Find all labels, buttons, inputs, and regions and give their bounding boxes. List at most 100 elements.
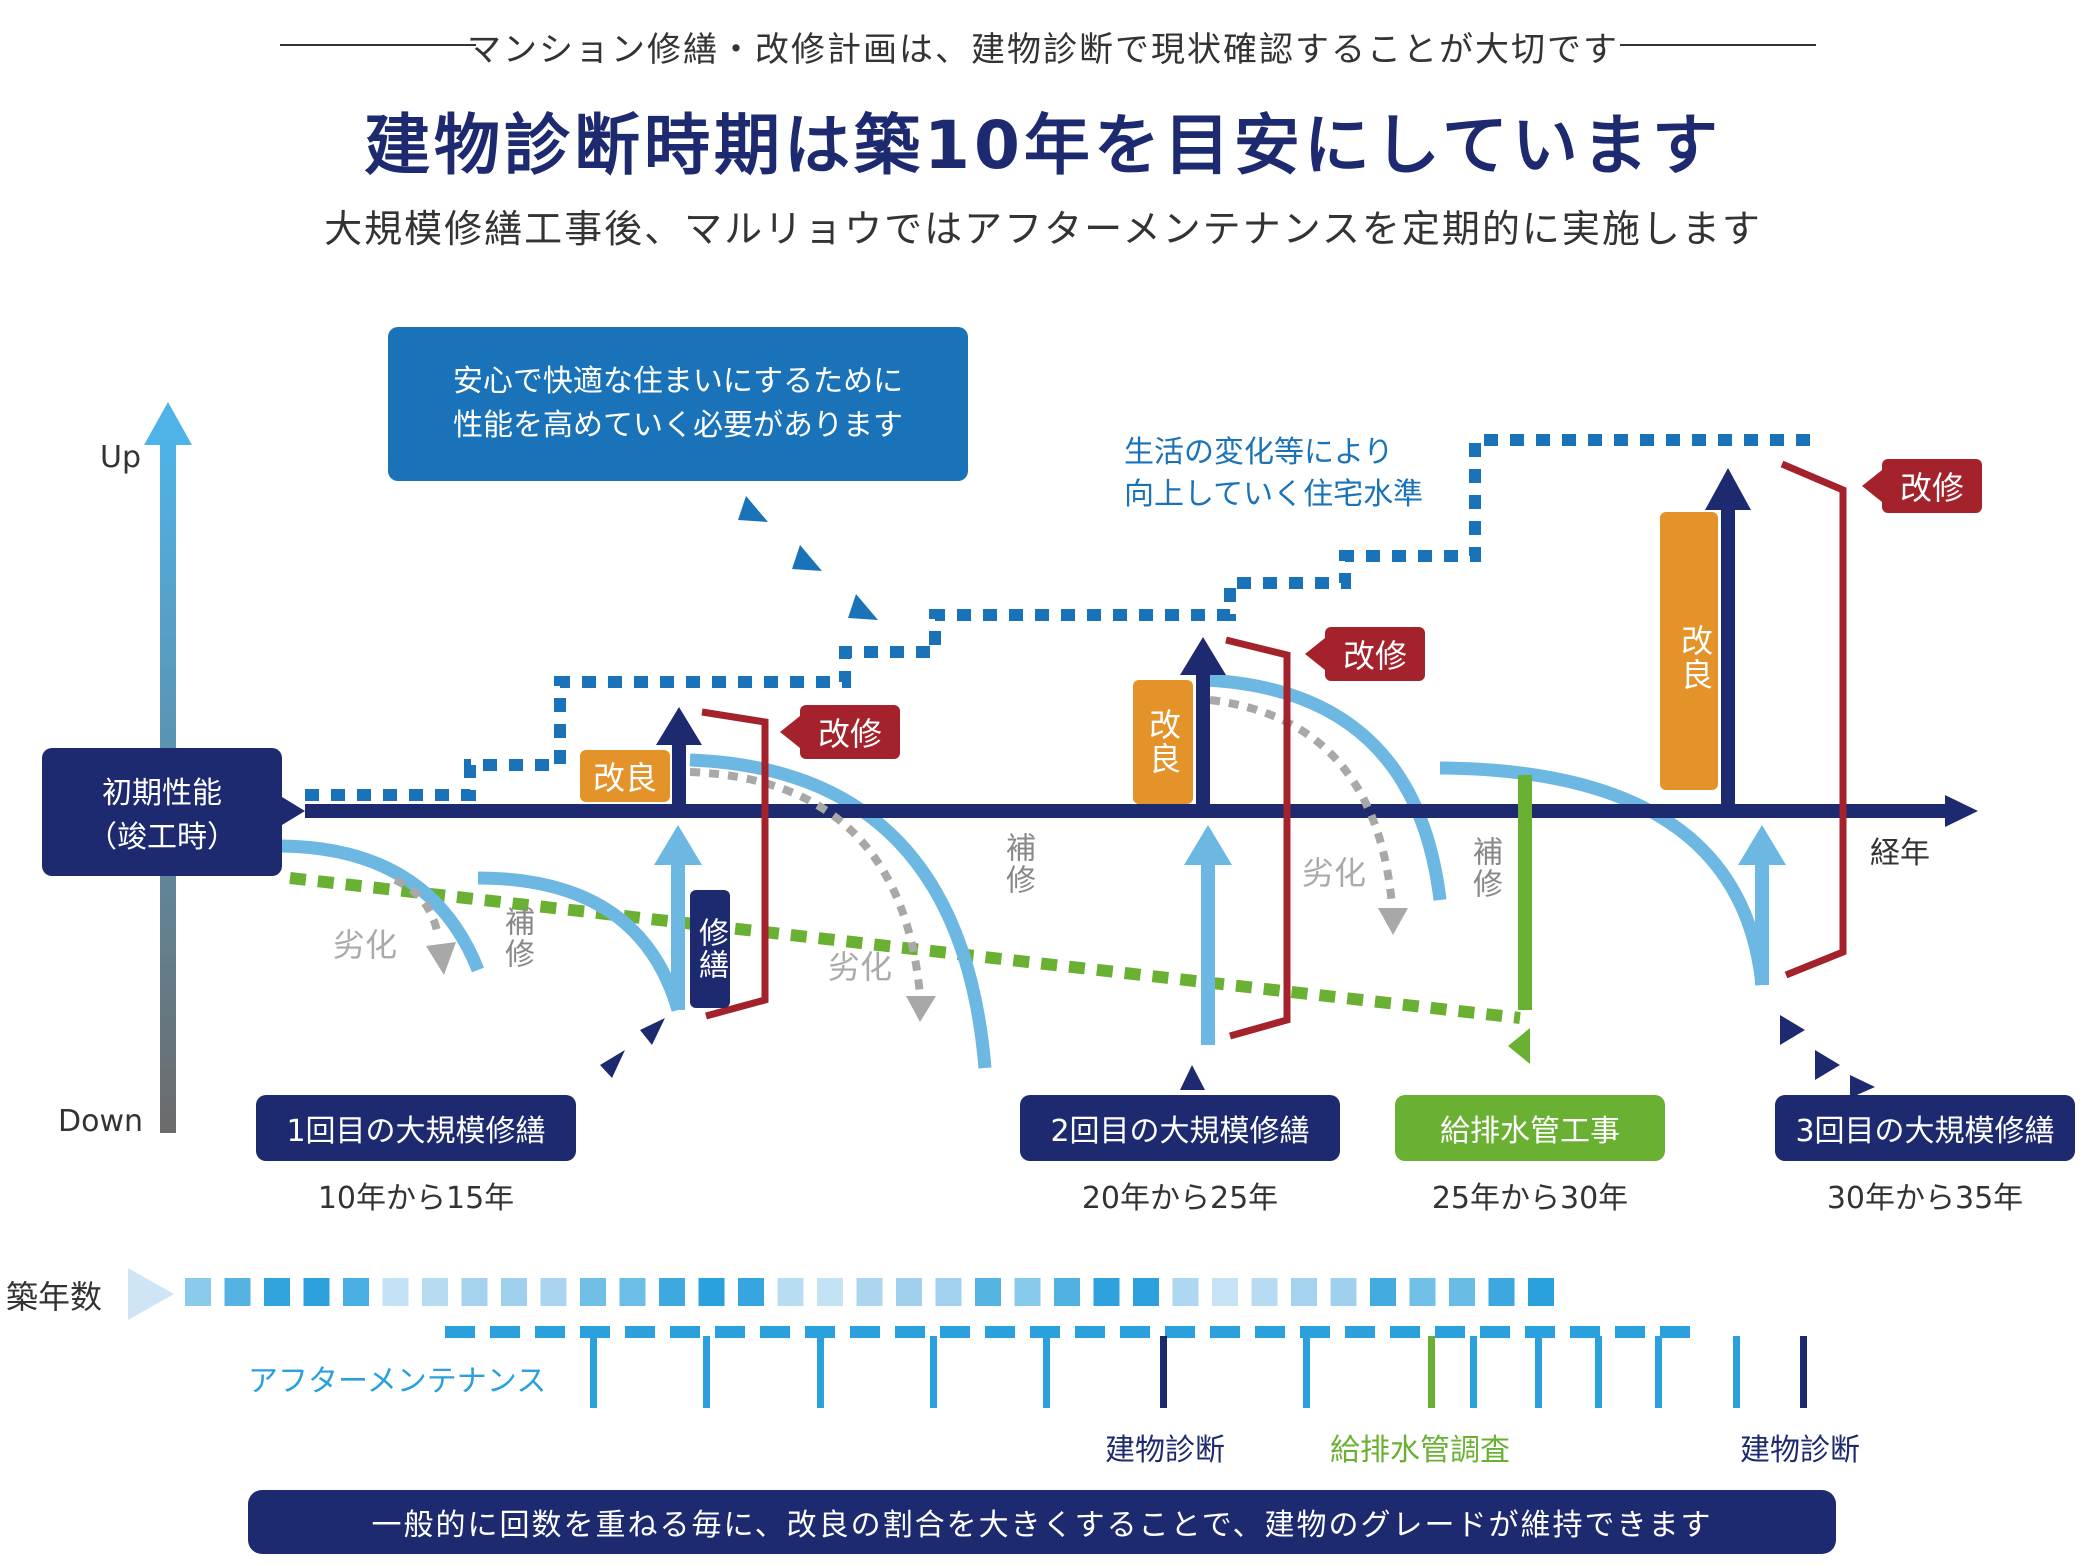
year-tick bbox=[1093, 1278, 1120, 1306]
year-tick bbox=[382, 1278, 409, 1306]
maintenance-dash bbox=[1120, 1326, 1150, 1338]
tagline-rule-left bbox=[280, 44, 476, 46]
housing-standard-line2: 向上していく住宅水準 bbox=[1124, 477, 1424, 512]
housing-standard-note: 生活の変化等により 向上していく住宅水準 bbox=[1124, 432, 1423, 516]
year-tick bbox=[343, 1278, 369, 1306]
year-tick bbox=[580, 1278, 606, 1306]
deterioration-label-1: 劣化 bbox=[333, 926, 398, 964]
callout-line2: 性能を高めていく必要があります bbox=[453, 408, 903, 443]
inspection-label-1: 建物診断 bbox=[1105, 1433, 1225, 1468]
maintenance-tick bbox=[590, 1336, 597, 1408]
deterioration-curve-5 bbox=[1439, 761, 1769, 986]
page-subtitle: 大規模修繕工事後、マルリョウではアフターメンテナンスを定期的に実施します bbox=[324, 207, 1762, 251]
maintenance-scale bbox=[445, 1326, 1807, 1408]
milestone-1-box: 1回目の大規模修繕 bbox=[256, 1095, 576, 1161]
year-tick bbox=[1172, 1278, 1199, 1306]
deterioration-arrowhead-1 bbox=[426, 942, 456, 975]
year-tick bbox=[1528, 1278, 1554, 1306]
improvement-arrows bbox=[656, 468, 1751, 812]
renovation-label-2: 改修 bbox=[1325, 627, 1425, 681]
tagline-rule-right bbox=[1620, 44, 1816, 46]
pipe-survey-label: 給排水管調査 bbox=[1330, 1433, 1510, 1468]
milestone-2-box: 2回目の大規模修繕 bbox=[1020, 1095, 1340, 1161]
milestone-4-period: 30年から35年 bbox=[1826, 1181, 2024, 1216]
year-tick bbox=[738, 1278, 764, 1306]
axis-up-label: Up bbox=[100, 440, 142, 475]
maintenance-tick bbox=[1470, 1336, 1477, 1408]
year-tick bbox=[1488, 1278, 1515, 1306]
maintenance-tick bbox=[1428, 1336, 1435, 1408]
axis-down-label: Down bbox=[58, 1104, 144, 1139]
milestone-2-period: 20年から25年 bbox=[1081, 1181, 1279, 1216]
year-tick bbox=[896, 1278, 922, 1306]
patch-repair-label-1: 補修 bbox=[499, 906, 534, 970]
footer-banner: 一般的に回数を重ねる毎に、改良の割合を大きくすることで、建物のグレードが維持でき… bbox=[248, 1490, 1836, 1554]
maintenance-dash bbox=[1345, 1326, 1375, 1338]
inspection-label-2: 建物診断 bbox=[1740, 1433, 1860, 1468]
initial-performance-line1: 初期性能 bbox=[102, 776, 222, 811]
axis-time-label: 経年 bbox=[1870, 836, 1930, 871]
milestone-4-box: 3回目の大規模修繕 bbox=[1775, 1095, 2075, 1161]
milestone-3-period: 25年から30年 bbox=[1431, 1181, 1629, 1216]
initial-box-pointer bbox=[282, 797, 305, 825]
renovation-tag-point-1 bbox=[780, 716, 800, 748]
maintenance-tick bbox=[703, 1336, 710, 1408]
time-axis-arrowhead bbox=[1945, 795, 1978, 827]
deterioration-arrowhead-2 bbox=[906, 996, 936, 1022]
year-tick bbox=[659, 1278, 685, 1306]
renovation-label-3: 改修 bbox=[1882, 459, 1982, 513]
maintenance-tick bbox=[1160, 1336, 1167, 1408]
year-tick bbox=[1251, 1278, 1278, 1306]
maintenance-label: アフターメンテナンス bbox=[248, 1364, 547, 1399]
maintenance-dash bbox=[850, 1326, 880, 1338]
maintenance-tick bbox=[1043, 1336, 1050, 1408]
year-tick bbox=[1133, 1278, 1159, 1306]
year-tick bbox=[1054, 1278, 1080, 1306]
patch-repair-label-3: 補修 bbox=[1467, 836, 1502, 900]
deterioration-curves bbox=[281, 673, 1769, 1069]
deterioration-arrow-1 bbox=[393, 876, 442, 936]
improvement-label-2: 改良 bbox=[1133, 680, 1193, 804]
deterioration-arrow-3 bbox=[1209, 696, 1396, 906]
page-title: 建物診断時期は築10年を目安にしています bbox=[364, 107, 1722, 184]
maintenance-tick bbox=[1800, 1336, 1807, 1408]
deterioration-label-2: 劣化 bbox=[828, 948, 893, 986]
housing-standard-line1: 生活の変化等により bbox=[1124, 435, 1394, 470]
maintenance-tick bbox=[817, 1336, 824, 1408]
renovation-tag-point-2 bbox=[1305, 638, 1325, 670]
year-tick bbox=[975, 1278, 1001, 1306]
renovation-tag-point-3 bbox=[1862, 470, 1882, 502]
maintenance-dash bbox=[1525, 1326, 1555, 1338]
maintenance-dash bbox=[1390, 1326, 1420, 1338]
year-tick bbox=[422, 1278, 448, 1306]
year-tick bbox=[264, 1278, 290, 1306]
maintenance-dash bbox=[1075, 1326, 1105, 1338]
initial-performance-box: 初期性能 （竣工時） bbox=[42, 748, 282, 876]
year-scale-label: 築年数 bbox=[6, 1278, 103, 1316]
time-axis bbox=[305, 804, 1955, 818]
maintenance-dash bbox=[535, 1326, 565, 1338]
improvement-label-1: 改良 bbox=[580, 750, 670, 802]
pipe-degradation-line bbox=[289, 872, 1521, 1024]
deterioration-curve-3 bbox=[689, 753, 992, 1069]
year-tick bbox=[777, 1278, 804, 1306]
year-tick bbox=[540, 1278, 567, 1306]
callout-line1: 安心で快適な住まいにするために bbox=[452, 364, 904, 399]
pointer-arrows bbox=[600, 1015, 1875, 1098]
maintenance-dash bbox=[580, 1326, 610, 1338]
improvement-label-3: 改良 bbox=[1660, 512, 1718, 790]
maintenance-dash bbox=[1165, 1326, 1195, 1338]
renovation-label-1: 改修 bbox=[800, 705, 900, 759]
year-tick bbox=[303, 1278, 330, 1306]
year-tick bbox=[1409, 1278, 1436, 1306]
deterioration-curve-4 bbox=[1204, 673, 1447, 901]
maintenance-tick bbox=[1733, 1336, 1740, 1408]
deterioration-arrow-2 bbox=[689, 768, 924, 996]
deterioration-label-3: 劣化 bbox=[1302, 854, 1367, 892]
maintenance-dash bbox=[625, 1326, 655, 1338]
year-tick bbox=[1330, 1278, 1357, 1306]
maintenance-dash bbox=[760, 1326, 790, 1338]
year-tick bbox=[1291, 1278, 1317, 1306]
maintenance-dash bbox=[895, 1326, 925, 1338]
